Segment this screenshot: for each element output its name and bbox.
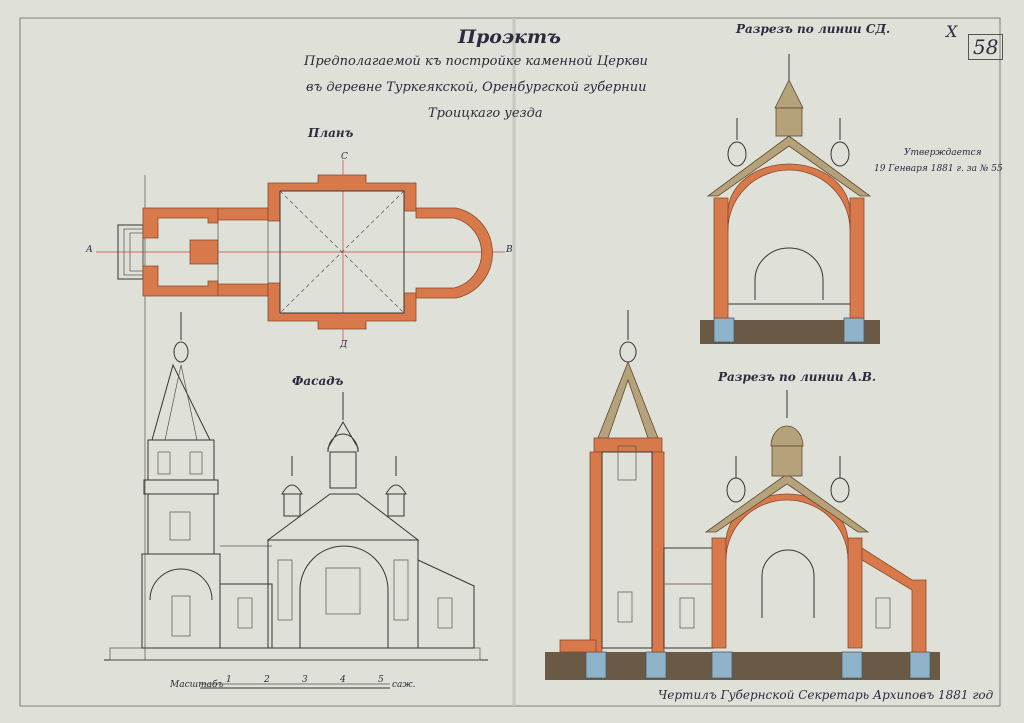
plan-letter-bottom: Д — [340, 340, 348, 350]
facade-label: Фасадъ — [292, 374, 344, 388]
scale-tick: 5 — [378, 675, 384, 685]
section-ab — [545, 310, 940, 680]
title-line-2: въ деревне Туркеякской, Оренбургской губ… — [306, 80, 647, 95]
title-line-3: Троицкаго уезда — [428, 106, 543, 121]
floor-plan — [96, 160, 505, 660]
scale-tick: 2 — [264, 675, 270, 685]
plan-letter-top: С — [341, 152, 348, 162]
title-line-1: Предполагаемой къ постройке каменной Цер… — [304, 54, 648, 69]
plan-letter-left: А — [86, 245, 93, 255]
scale-tick: 3 — [302, 675, 308, 685]
frame-border — [19, 17, 1001, 707]
section-cd-label: Разрезъ по линии СД. — [736, 22, 891, 36]
signature: Чертилъ Губернской Секретарь Архиповъ 18… — [658, 688, 994, 702]
section-ab-label: Разрезъ по линии А.В. — [718, 370, 877, 384]
scale-label-left: Масштабъ — [170, 680, 224, 690]
approval-note-2: 19 Генваря 1881 г. за № 55 — [874, 164, 1003, 174]
plan-letter-right: В — [506, 245, 513, 255]
plan-label: Планъ — [308, 126, 354, 140]
scale-tick: 1 — [226, 675, 232, 685]
sheet-number: 58 — [968, 34, 1004, 60]
facade-elevation — [104, 312, 488, 689]
scale-label-right: саж. — [392, 680, 416, 690]
scale-tick: 4 — [340, 675, 346, 685]
approval-note-1: Утверждается — [904, 148, 982, 158]
project-title: Проэктъ — [458, 26, 561, 48]
section-cd — [700, 54, 880, 344]
corner-mark: Х — [946, 22, 958, 41]
